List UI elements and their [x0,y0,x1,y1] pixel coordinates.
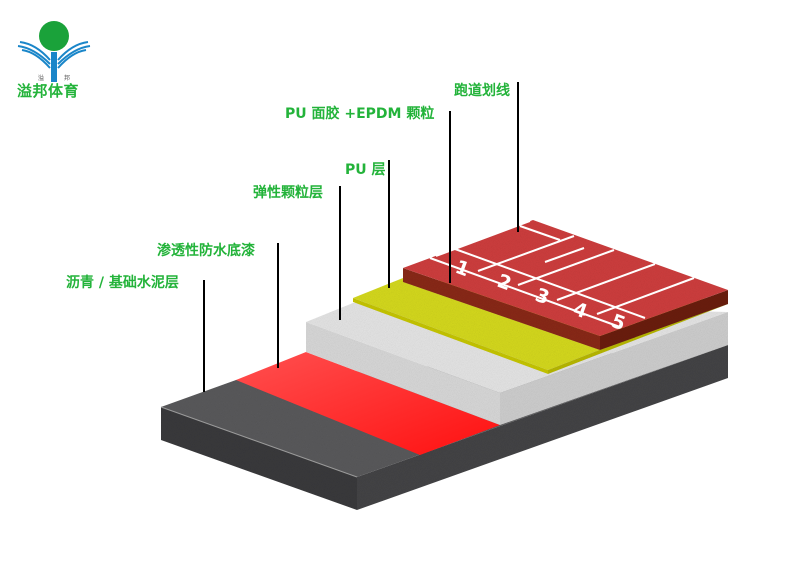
label-elastic-granule: 弹性颗粒层 [253,185,323,201]
leader-line-base [203,280,205,392]
label-pu: PU 层 [345,162,386,178]
leader-line-elastic [339,186,341,320]
logo-title: 溢邦体育 [17,82,80,100]
leader-line-lines [517,82,519,232]
logo-emblem-icon: 溢 邦 [17,21,91,82]
pu-epdm-layer [403,220,728,350]
logo-small-right: 邦 [64,74,70,82]
label-base: 沥青 / 基础水泥层 [66,275,179,291]
lane-numbers: 1 2 3 4 5 [452,256,628,335]
leader-line-primer [277,243,279,368]
leader-line-pu-epdm [449,111,451,283]
primer-layer [236,352,500,455]
label-primer: 渗透性防水底漆 [157,243,255,259]
logo-small-left: 溢 [38,74,44,82]
leader-line-pu [388,160,390,288]
label-track-lines: 跑道划线 [454,83,510,99]
lane-markings [429,220,695,328]
label-pu-epdm: PU 面胶 +EPDM 颗粒 [285,106,435,122]
company-logo: 溢 邦 [14,14,94,100]
